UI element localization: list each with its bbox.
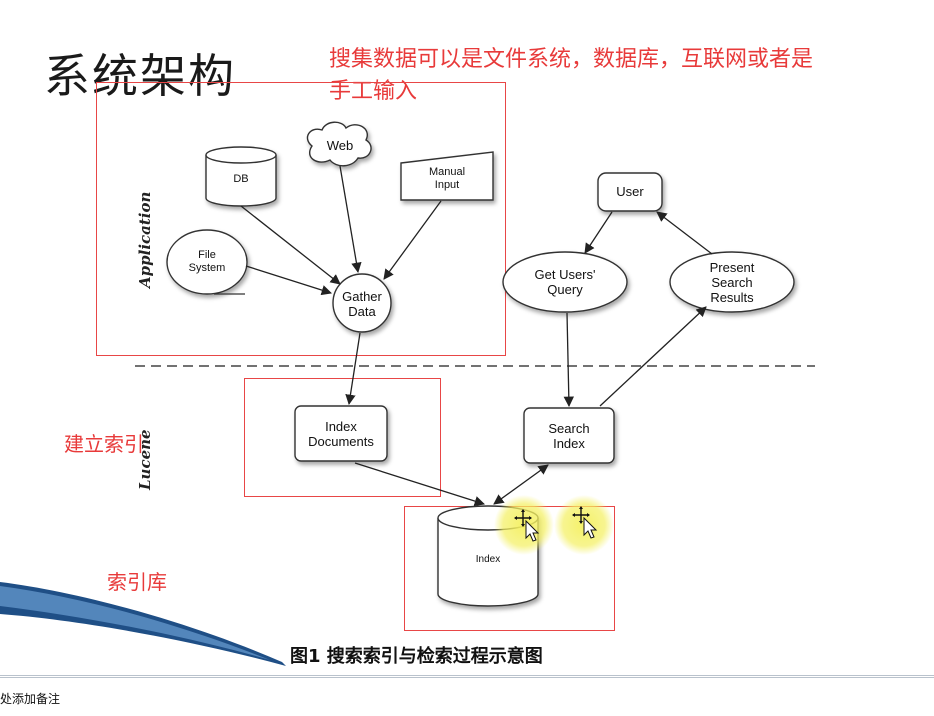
- annotation-top-line-1: 搜集数据可以是文件系统，数据库，互联网或者是: [329, 47, 814, 72]
- notes-pane[interactable]: [0, 675, 934, 716]
- index-documents-label: Index Documents: [295, 419, 387, 449]
- manual-input-line-2: Input: [434, 179, 460, 191]
- annotation-index-library: 索引库: [107, 570, 167, 594]
- present-results-line-1: Present: [709, 260, 755, 275]
- present-results-label: Present Search Results: [672, 260, 792, 305]
- index-documents-line-1: Index: [325, 419, 357, 434]
- arrow-search-store-bidirectional: [493, 464, 549, 505]
- user-box: [597, 172, 663, 212]
- search-index-label: Search Index: [524, 421, 614, 451]
- index-documents-line-2: Documents: [308, 434, 374, 449]
- file-system-line-1: File: [198, 249, 216, 261]
- db-cylinder: [205, 146, 277, 207]
- figure-caption: 图1 搜索索引与检索过程示意图: [290, 646, 543, 667]
- user-label: User: [616, 184, 644, 199]
- search-index-box: [523, 407, 615, 464]
- decorative-swoosh-highlight: [0, 586, 270, 660]
- db-label: DB: [233, 173, 249, 185]
- application-highlight-box: [96, 82, 506, 356]
- move-cursor-icon: [514, 509, 540, 542]
- search-index-line-2: Index: [553, 436, 585, 451]
- application-side-label: Application: [136, 191, 154, 288]
- get-users-query-line-1: Get Users': [534, 267, 596, 282]
- gather-data-circle: [332, 273, 392, 333]
- arrow-db-to-gather: [240, 205, 341, 285]
- arrow-present-to-user: [656, 211, 713, 255]
- index-documents-box: [294, 405, 388, 462]
- file-system-ellipse: [166, 229, 248, 295]
- gather-data-line-2: Data: [348, 304, 376, 319]
- index-documents-highlight-box: [244, 378, 441, 497]
- gather-data-line-1: Gather: [342, 289, 382, 304]
- web-label: Web: [326, 138, 354, 153]
- arrow-filesystem-to-gather: [245, 265, 332, 296]
- file-system-line-2: System: [188, 262, 226, 274]
- file-system-label: File System: [170, 249, 244, 275]
- present-results-line-2: Search: [711, 275, 753, 290]
- get-users-query-line-2: Query: [547, 282, 583, 297]
- web-cloud: [306, 121, 372, 167]
- annotation-build-index: 建立索引: [64, 432, 144, 456]
- get-users-query-ellipse: [502, 251, 628, 313]
- annotation-top: 搜集数据可以是文件系统，数据库，互联网或者是 手工输入: [329, 44, 813, 108]
- slide-title: 系统架构: [44, 49, 236, 103]
- annotation-top-line-2: 手工输入: [329, 79, 418, 104]
- arrow-user-to-query: [584, 211, 613, 254]
- get-users-query-label: Get Users' Query: [505, 267, 625, 297]
- gather-data-label: Gather Data: [333, 289, 391, 319]
- arrow-manual-to-gather: [383, 200, 442, 280]
- present-results-ellipse: [669, 251, 795, 313]
- manual-input-label: Manual Input: [404, 166, 490, 192]
- search-index-line-1: Search: [548, 421, 590, 436]
- arrow-web-to-gather: [339, 165, 362, 274]
- arrow-query-to-search: [563, 312, 574, 408]
- arrow-search-to-present: [599, 306, 707, 407]
- move-cursor-icon-2: [572, 506, 598, 539]
- arrow-indexdocs-to-store: [354, 462, 485, 507]
- index-store-label: Index: [475, 554, 501, 565]
- manual-input-shape: [400, 151, 494, 201]
- present-results-line-3: Results: [710, 290, 754, 305]
- manual-input-line-1: Manual: [428, 166, 466, 178]
- notes-placeholder[interactable]: 处添加备注: [0, 692, 61, 706]
- arrow-gather-to-indexdocs: [345, 332, 361, 406]
